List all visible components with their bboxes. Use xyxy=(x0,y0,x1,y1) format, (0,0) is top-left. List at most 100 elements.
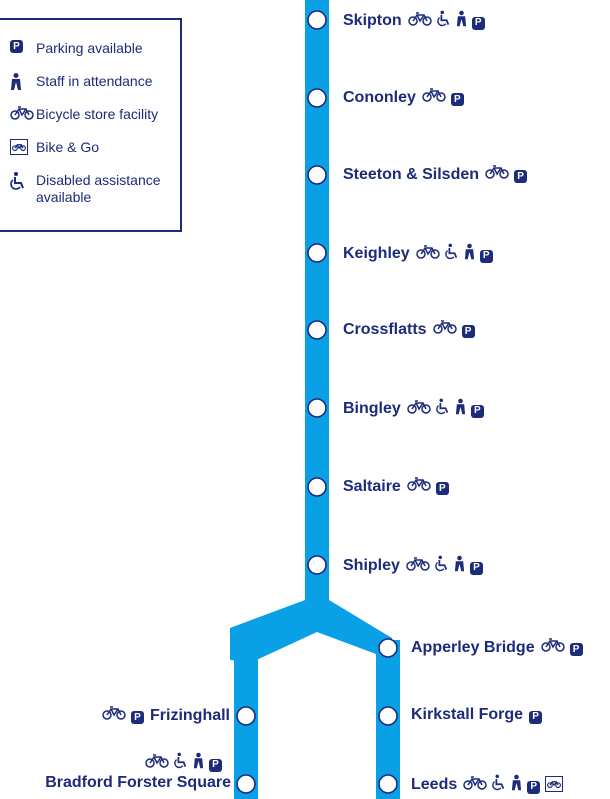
staff-icon xyxy=(11,73,21,90)
stop-crossflatts[interactable] xyxy=(307,320,327,340)
station-name: Kirkstall Forge xyxy=(411,706,524,723)
station-apperley-bridge[interactable]: Apperley Bridge P xyxy=(411,638,583,657)
stop-skipton[interactable] xyxy=(307,10,327,30)
station-shipley[interactable]: Shipley P xyxy=(343,555,483,577)
station-frizinghall[interactable]: P Frizinghall xyxy=(102,706,230,725)
facility-icons: P xyxy=(407,477,449,496)
bicycle-icon xyxy=(102,706,126,725)
staff-icon xyxy=(464,243,475,265)
parking-icon: P xyxy=(469,557,483,575)
stop-shipley[interactable] xyxy=(307,555,327,575)
station-cononley[interactable]: Cononley P xyxy=(343,88,464,107)
station-name: Crossflatts xyxy=(343,320,427,338)
facility-icons: P xyxy=(463,774,564,796)
parking-icon: P xyxy=(461,321,475,339)
bike-and-go-icon xyxy=(10,139,28,155)
stop-keighley[interactable] xyxy=(307,243,327,263)
bicycle-icon xyxy=(422,88,446,107)
parking-icon: P xyxy=(470,400,484,418)
facility-icons: P xyxy=(415,243,493,265)
wheelchair-icon xyxy=(436,10,451,32)
legend: P Parking available Staff in attendance … xyxy=(0,18,182,232)
station-crossflatts[interactable]: Crossflatts P xyxy=(343,320,475,339)
stop-bradford[interactable] xyxy=(236,774,256,794)
wheelchair-icon xyxy=(435,555,449,577)
stop-apperley[interactable] xyxy=(378,638,398,658)
bicycle-icon xyxy=(432,320,457,339)
wheelchair-icon xyxy=(444,243,459,265)
bicycle-icon xyxy=(407,477,431,496)
parking-icon: P xyxy=(10,40,23,53)
station-skipton[interactable]: Skipton P xyxy=(343,10,485,32)
station-name: Shipley xyxy=(343,557,400,574)
legend-item-bicycle: Bicycle store facility xyxy=(10,106,176,123)
stop-frizinghall[interactable] xyxy=(236,706,256,726)
facility-icons: P xyxy=(540,638,583,657)
station-steeton[interactable]: Steeton & Silsden P xyxy=(343,165,528,184)
station-name: Saltaire xyxy=(343,477,401,495)
wheelchair-icon xyxy=(10,172,24,190)
station-kirkstall-forge[interactable]: Kirkstall Forge P xyxy=(411,706,543,724)
stop-cononley[interactable] xyxy=(307,88,327,108)
station-keighley[interactable]: Keighley P xyxy=(343,243,493,265)
facility-icons: P xyxy=(432,320,475,339)
legend-label: Bicycle store facility xyxy=(36,106,159,122)
stops xyxy=(236,10,398,794)
stop-steeton[interactable] xyxy=(307,165,327,185)
bicycle-icon xyxy=(463,775,487,795)
legend-item-wheelchair: Disabled assistance available xyxy=(10,172,176,206)
station-name: Steeton & Silsden xyxy=(343,165,480,183)
bicycle-icon xyxy=(145,753,169,773)
facility-icons: P xyxy=(422,88,464,107)
parking-icon: P xyxy=(527,776,541,794)
stop-kirkstall[interactable] xyxy=(378,706,398,726)
junction-split xyxy=(230,600,392,662)
station-name: Skipton xyxy=(343,12,402,29)
facility-icons: P xyxy=(407,10,485,32)
bicycle-icon xyxy=(10,106,34,120)
legend-label: Staff in attendance xyxy=(36,73,153,89)
facility-icons: P xyxy=(529,706,543,724)
parking-icon: P xyxy=(529,706,543,724)
station-name: Frizinghall xyxy=(150,706,230,724)
wheelchair-icon xyxy=(174,752,188,774)
staff-icon xyxy=(511,774,522,796)
bicycle-icon xyxy=(407,11,432,31)
station-bingley[interactable]: Bingley P xyxy=(343,398,484,420)
station-name: Leeds xyxy=(411,776,458,793)
parking-icon: P xyxy=(209,754,222,772)
facility-icons: P xyxy=(407,398,484,420)
parking-icon: P xyxy=(450,89,464,107)
parking-icon: P xyxy=(471,12,485,30)
station-name: Keighley xyxy=(343,245,410,262)
legend-label: Parking available xyxy=(36,40,143,56)
stop-leeds[interactable] xyxy=(378,774,398,794)
bicycle-icon xyxy=(415,244,440,264)
parking-icon: P xyxy=(569,639,583,657)
staff-icon xyxy=(456,10,467,32)
bicycle-icon xyxy=(406,556,430,576)
legend-item-staff: Staff in attendance xyxy=(10,73,176,90)
bicycle-icon xyxy=(485,165,509,184)
stop-bingley[interactable] xyxy=(307,398,327,418)
bicycle-icon xyxy=(540,638,565,657)
parking-icon: P xyxy=(435,478,449,496)
stop-saltaire[interactable] xyxy=(307,477,327,497)
staff-icon xyxy=(193,752,204,774)
legend-label: Bike & Go xyxy=(36,139,100,155)
legend-item-bike-and-go: Bike & Go xyxy=(10,139,176,156)
wheelchair-icon xyxy=(492,774,506,796)
parking-icon: P xyxy=(131,707,144,725)
station-name: Bradford Forster Square xyxy=(45,774,231,791)
parking-icon: P xyxy=(514,166,528,184)
bradford-facilities: P xyxy=(145,752,222,774)
station-name: Bingley xyxy=(343,400,401,417)
station-saltaire[interactable]: Saltaire P xyxy=(343,477,449,496)
staff-icon xyxy=(455,398,466,420)
parking-icon: P xyxy=(479,245,493,263)
facility-icons: P xyxy=(406,555,483,577)
station-bradford-forster-square[interactable]: Bradford Forster Square xyxy=(45,774,231,792)
station-name: Cononley xyxy=(343,88,416,106)
station-leeds[interactable]: Leeds P xyxy=(411,774,564,796)
